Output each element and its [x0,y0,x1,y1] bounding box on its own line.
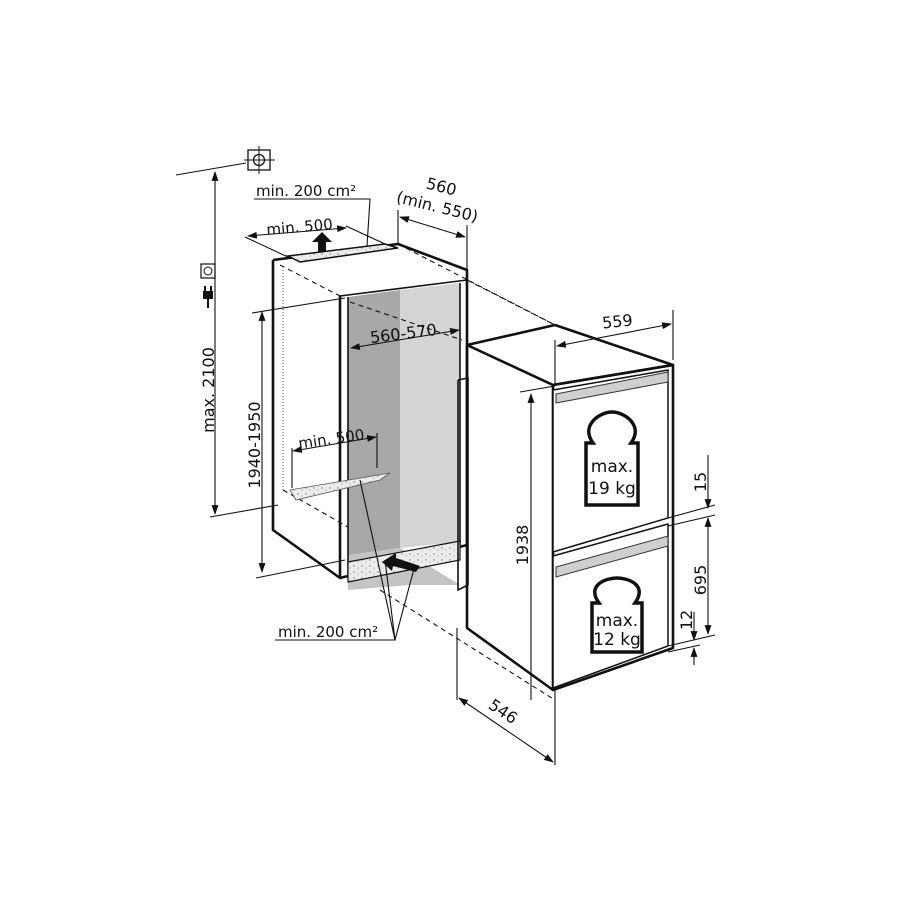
upper-load-line1: max. [591,457,633,477]
max-height-label: max. 2100 [199,347,218,433]
bottom-vent-area-label: min. 200 cm² [278,623,378,641]
air-up-arrow-icon [312,232,332,252]
lower-door-height-label: 695 [691,565,710,596]
top-vent-width-label: min. 500 [266,215,334,239]
niche-side-wall [348,290,400,555]
upper-load-line2: 19 kg [588,479,636,499]
niche-height-label: 1940-1950 [245,401,264,488]
upper-weight-icon: max. 19 kg [584,410,640,507]
gap-bottom-label: 12 [677,610,696,630]
lower-weight-icon: max. 12 kg [590,576,644,654]
lower-load-line1: max. [596,611,638,631]
height-label: 1938 [513,525,532,566]
crosshair-square-icon [244,146,275,174]
upper-control-panel[interactable] [555,371,669,404]
width-label: 559 [601,310,633,332]
depth-appliance-label: 546 [485,695,521,728]
top-vent-area-label: min. 200 cm² [256,182,356,200]
gap-top-label: 15 [691,472,710,492]
lower-control-panel[interactable] [555,535,669,578]
power-plug-icon [203,286,213,308]
lower-load-line2: 12 kg [593,630,641,650]
air-in-arrow-icon [382,553,420,572]
top-vent [285,243,399,263]
power-socket-icon [200,263,216,279]
